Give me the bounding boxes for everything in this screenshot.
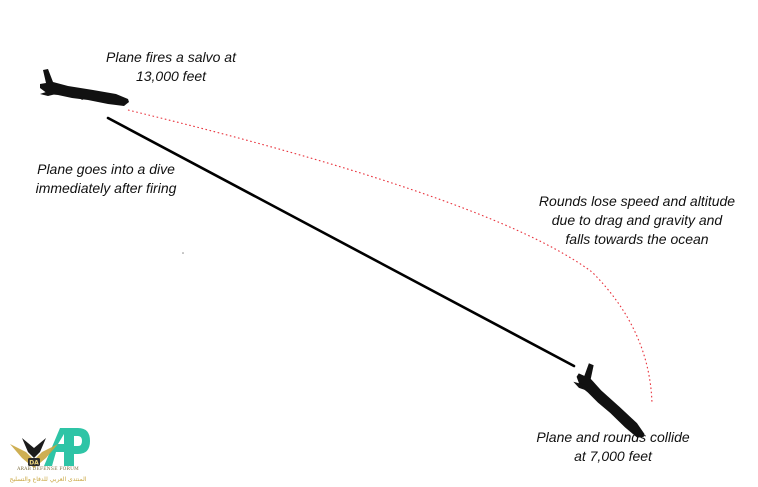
logo-wings — [10, 444, 58, 468]
logo-letter-a — [44, 428, 72, 466]
fire-salvo-line-2: 13,000 feet — [135, 68, 207, 84]
fire-salvo-label: Plane fires a salvo at 13,000 feet — [86, 48, 256, 86]
rounds-line-3: falls towards the ocean — [565, 231, 709, 247]
collide-line-2: at 7,000 feet — [574, 448, 652, 464]
fire-salvo-line-1: Plane fires a salvo at — [106, 49, 236, 65]
jet-aircraft-icon — [573, 363, 645, 438]
logo-abbr: DA — [29, 460, 39, 467]
logo-name-en: ARAB DEFENSE FORUM — [17, 467, 79, 472]
rounds-line-1: Rounds lose speed and altitude — [538, 193, 736, 209]
jet-aircraft-icon — [40, 69, 129, 106]
dive-line-2: immediately after firing — [35, 180, 177, 196]
logo-bird — [22, 438, 46, 458]
collide-line-1: Plane and rounds collide — [536, 429, 690, 445]
rounds-trajectory-path — [127, 109, 653, 405]
rounds-label: Rounds lose speed and altitude due to dr… — [530, 192, 744, 249]
plane-dive-path — [106, 116, 576, 368]
logo-name-ar: المنتدى العربي للدفاع والتسليح — [9, 476, 87, 483]
stray-mark — [182, 252, 184, 254]
dive-label: Plane goes into a dive immediately after… — [21, 160, 191, 198]
logo-letter-p — [66, 428, 90, 466]
dive-line-1: Plane goes into a dive — [37, 161, 175, 177]
site-logo-icon: DA — [10, 428, 90, 468]
rounds-line-2: due to drag and gravity and — [551, 212, 723, 228]
collide-label: Plane and rounds collide at 7,000 feet — [528, 428, 698, 466]
